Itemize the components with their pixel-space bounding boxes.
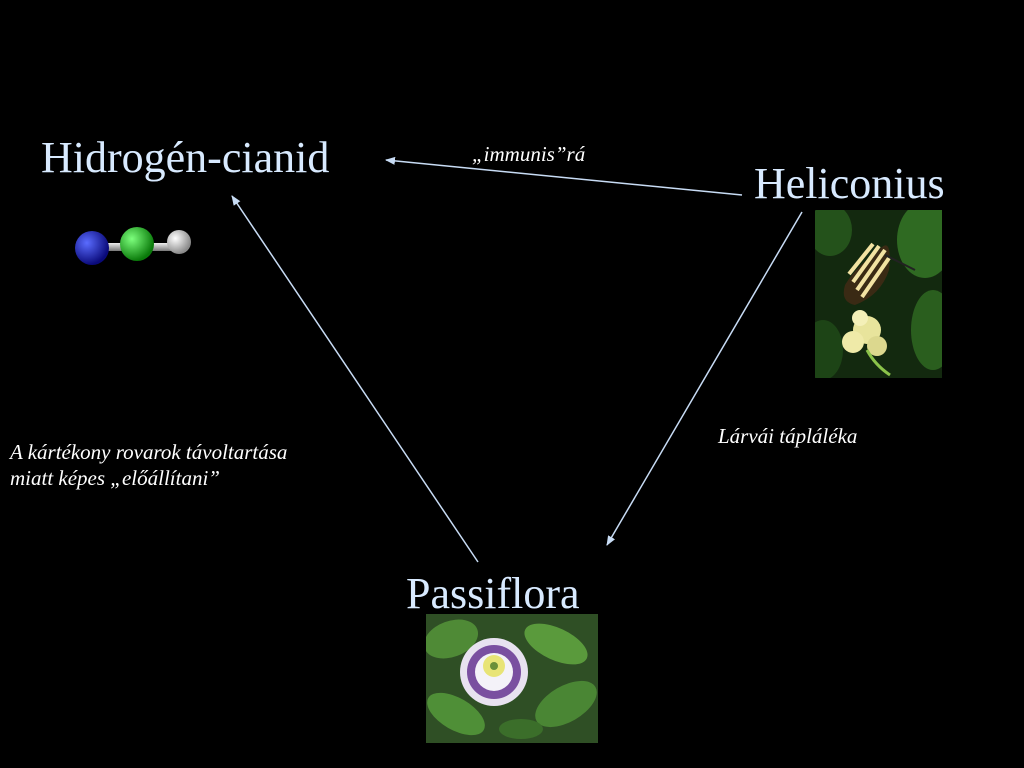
arrow-passiflora-to-hcn bbox=[231, 195, 479, 563]
edge-label-repel-pests: A kártékony rovarok távoltartása miatt k… bbox=[10, 439, 287, 492]
carbon-atom bbox=[120, 227, 154, 261]
nitrogen-atom bbox=[75, 231, 109, 265]
edge-label-larval-food: Lárvái tápláléka bbox=[718, 424, 858, 448]
edge-label-immune: „immunis”rá bbox=[472, 142, 586, 166]
arrow-heliconius-to-hcn bbox=[385, 156, 743, 196]
arrow-heliconius-to-passiflora bbox=[606, 211, 803, 546]
hcn-molecule-image bbox=[75, 227, 191, 265]
node-passiflora: Passiflora bbox=[406, 569, 580, 618]
node-hydrogen-cyanide: Hidrogén-cianid bbox=[41, 133, 330, 182]
heliconius-butterfly-image bbox=[815, 210, 942, 378]
edge-label-repel-pests-line2: miatt képes „előállítani” bbox=[10, 466, 220, 491]
hydrogen-atom bbox=[167, 230, 191, 254]
passiflora-flower-image bbox=[426, 614, 598, 743]
node-heliconius: Heliconius bbox=[754, 159, 945, 208]
edge-label-repel-pests-line1: A kártékony rovarok távoltartása bbox=[10, 440, 288, 464]
